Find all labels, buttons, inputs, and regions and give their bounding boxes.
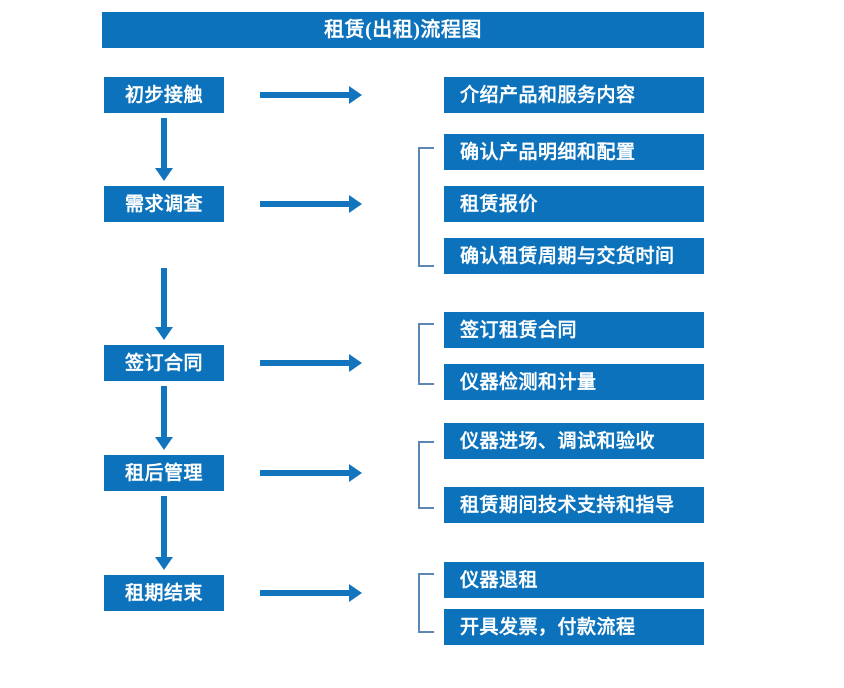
arrow-head — [349, 354, 362, 372]
detail-right-arrow-1 — [260, 85, 362, 105]
detail-box-4-2[interactable]: 租赁期间技术支持和指导 — [444, 487, 704, 523]
group-bracket-5 — [418, 573, 434, 633]
detail-right-arrow-3 — [260, 353, 362, 373]
detail-right-arrow-2 — [260, 194, 362, 214]
group-bracket-3 — [418, 323, 434, 385]
stage-box-1[interactable]: 初步接触 — [104, 77, 224, 113]
group-bracket-4 — [418, 441, 434, 509]
arrow-shaft — [161, 496, 167, 557]
detail-box-2-1[interactable]: 确认产品明细和配置 — [444, 134, 704, 170]
arrow-shaft — [260, 201, 349, 207]
arrow-head — [349, 584, 362, 602]
stage-box-5[interactable]: 租期结束 — [104, 575, 224, 611]
arrow-shaft — [260, 590, 349, 596]
detail-box-3-2[interactable]: 仪器检测和计量 — [444, 364, 704, 400]
stage-box-3[interactable]: 签订合同 — [104, 345, 224, 381]
arrow-head — [155, 327, 173, 340]
arrow-head — [349, 86, 362, 104]
arrow-shaft — [260, 360, 349, 366]
detail-box-2-2[interactable]: 租赁报价 — [444, 186, 704, 222]
detail-box-5-1[interactable]: 仪器退租 — [444, 562, 704, 598]
arrow-head — [155, 168, 173, 181]
detail-box-4-1[interactable]: 仪器进场、调试和验收 — [444, 423, 704, 459]
detail-box-2-3[interactable]: 确认租赁周期与交货时间 — [444, 238, 704, 274]
connector-down-arrow-2 — [154, 268, 174, 340]
detail-box-5-2[interactable]: 开具发票，付款流程 — [444, 609, 704, 645]
group-bracket-2 — [418, 147, 434, 267]
detail-right-arrow-4 — [260, 463, 362, 483]
connector-down-arrow-4 — [154, 496, 174, 570]
arrow-shaft — [161, 268, 167, 327]
arrow-shaft — [161, 386, 167, 437]
arrow-shaft — [260, 92, 349, 98]
connector-down-arrow-1 — [154, 118, 174, 181]
diagram-title: 租赁(出租)流程图 — [102, 12, 704, 48]
arrow-head — [155, 557, 173, 570]
arrow-head — [349, 464, 362, 482]
stage-box-4[interactable]: 租后管理 — [104, 455, 224, 491]
detail-right-arrow-5 — [260, 583, 362, 603]
stage-box-2[interactable]: 需求调查 — [104, 186, 224, 222]
arrow-head — [155, 437, 173, 450]
arrow-shaft — [161, 118, 167, 168]
connector-down-arrow-3 — [154, 386, 174, 450]
arrow-shaft — [260, 470, 349, 476]
detail-box-1-1[interactable]: 介绍产品和服务内容 — [444, 77, 704, 113]
arrow-head — [349, 195, 362, 213]
detail-box-3-1[interactable]: 签订租赁合同 — [444, 312, 704, 348]
